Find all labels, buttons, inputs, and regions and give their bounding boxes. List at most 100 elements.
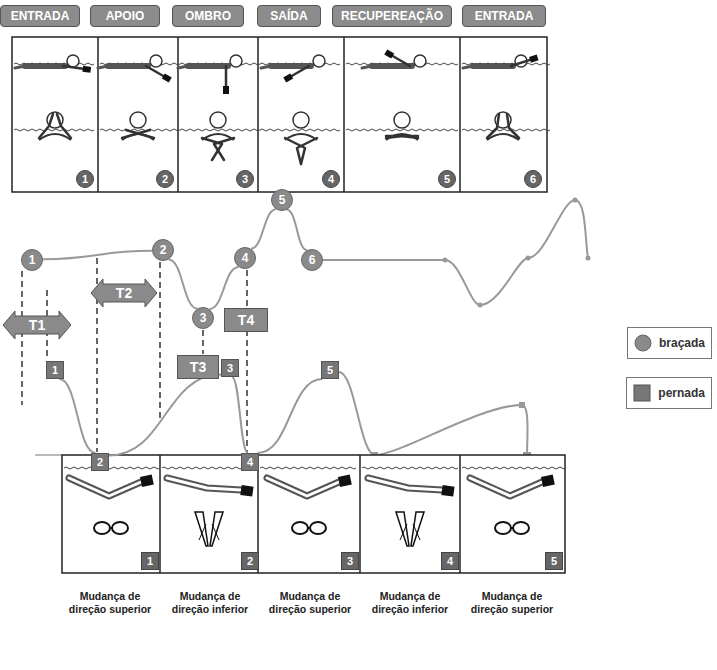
swimmer-hand bbox=[82, 66, 91, 73]
phase-caption: Mudança de direção superior bbox=[61, 590, 159, 616]
feet-front bbox=[310, 522, 326, 534]
panel-divider bbox=[343, 37, 345, 192]
curve-connector bbox=[169, 259, 198, 308]
water-line bbox=[362, 467, 458, 469]
leg-side-inner bbox=[167, 478, 241, 490]
node-label: 1 bbox=[82, 174, 88, 185]
curve-connector bbox=[59, 379, 95, 453]
node-label: 1 bbox=[52, 365, 58, 376]
water-line bbox=[64, 467, 160, 469]
node-label: 5 bbox=[551, 556, 557, 567]
leg-side bbox=[267, 478, 339, 496]
water-line bbox=[346, 129, 458, 131]
foot-mark bbox=[441, 485, 454, 497]
swimmer-arm-front bbox=[57, 114, 71, 138]
kick-marker: 5 bbox=[321, 361, 339, 379]
stroke-marker: 1 bbox=[21, 249, 43, 271]
node-label: APOIO bbox=[106, 10, 145, 22]
water-line bbox=[100, 129, 180, 131]
node-label: T1 bbox=[29, 318, 45, 332]
node-label: 2 bbox=[160, 244, 167, 256]
callout-number: 2 bbox=[241, 552, 259, 570]
stroke-marker: 3 bbox=[192, 307, 214, 329]
node-label: 1 bbox=[29, 254, 36, 266]
swimmer-hand bbox=[529, 54, 538, 62]
swimmer-head-front bbox=[210, 112, 226, 128]
panel-divider bbox=[177, 37, 179, 192]
curve-dot bbox=[573, 198, 578, 203]
kick-marker: 3 bbox=[221, 359, 239, 377]
callout-number: 1 bbox=[76, 170, 94, 188]
kick-marker: 1 bbox=[46, 361, 64, 379]
water-line bbox=[462, 63, 550, 65]
water-line bbox=[180, 63, 260, 65]
node-label: 5 bbox=[327, 365, 333, 376]
swimmer-head bbox=[414, 55, 426, 67]
kick-marker: 4 bbox=[241, 453, 259, 471]
stroke-marker: 6 bbox=[301, 249, 323, 271]
feet-front bbox=[308, 527, 310, 529]
water-line bbox=[462, 129, 550, 131]
swimmer-figure bbox=[178, 55, 242, 160]
swimmer-body bbox=[108, 63, 148, 69]
swimmer-head-front bbox=[130, 112, 146, 128]
foot-mark bbox=[338, 475, 352, 487]
feet-front bbox=[400, 524, 407, 540]
legend-symbol bbox=[634, 334, 652, 352]
curve-dot bbox=[443, 258, 448, 263]
callout-number: 1 bbox=[141, 552, 159, 570]
swimmer-leg bbox=[261, 66, 271, 68]
panel-divider bbox=[359, 455, 361, 573]
swimmer-arm-front bbox=[39, 114, 53, 138]
node-label: 4 bbox=[247, 457, 253, 468]
interval-box: T4 bbox=[224, 308, 268, 332]
node-label: 5 bbox=[444, 174, 450, 185]
swimmer-arm-front bbox=[507, 114, 519, 138]
node-label: ENTRADA bbox=[475, 10, 534, 22]
node-label: T3 bbox=[190, 360, 206, 374]
swimmer-leg bbox=[178, 66, 188, 68]
panel-divider bbox=[159, 455, 161, 573]
stroke-marker: 2 bbox=[152, 239, 174, 261]
callout-number: 5 bbox=[438, 170, 456, 188]
leg-side bbox=[167, 478, 241, 490]
kick-curve-tail bbox=[339, 372, 528, 455]
swimmer-figure bbox=[98, 55, 172, 140]
phase-caption: Mudança de direção inferior bbox=[161, 590, 259, 616]
node-label: 4 bbox=[242, 252, 249, 264]
phase-caption: Mudança de direção superior bbox=[261, 590, 359, 616]
swimmer-leg bbox=[463, 66, 473, 68]
interval-box: T3 bbox=[177, 355, 219, 379]
node-label: 3 bbox=[227, 363, 233, 374]
leg-side-inner bbox=[368, 478, 442, 490]
feet-front bbox=[511, 527, 513, 529]
panel-frame bbox=[12, 37, 547, 192]
swimmer-figure bbox=[362, 49, 426, 140]
leg-side-inner bbox=[267, 478, 339, 496]
foot-mark bbox=[541, 475, 555, 487]
water-line bbox=[260, 129, 340, 131]
legend-circle bbox=[635, 335, 651, 351]
swimmer-hand bbox=[384, 49, 394, 58]
swimmer-arm-front bbox=[487, 114, 499, 138]
leg-side-inner bbox=[69, 478, 141, 496]
phase-tab: RECUPEREAÇÃO bbox=[332, 5, 452, 27]
feet-front bbox=[411, 512, 424, 546]
phase-tab: OMBRO bbox=[172, 5, 244, 27]
phase-tab: ENTRADA bbox=[462, 5, 546, 27]
water-line bbox=[14, 129, 94, 131]
swimmer-arm-front bbox=[122, 130, 150, 138]
water-line bbox=[346, 63, 458, 65]
stroke-marker: 5 bbox=[271, 189, 293, 211]
timing-guide bbox=[159, 262, 161, 418]
node-label: 6 bbox=[309, 254, 316, 266]
leg-side bbox=[470, 478, 542, 496]
callout-number: 3 bbox=[341, 552, 359, 570]
legend-square bbox=[634, 385, 650, 401]
feet-front bbox=[110, 527, 112, 529]
curve-connector bbox=[232, 377, 248, 453]
node-label: SAÍDA bbox=[270, 10, 307, 22]
swimmer-head bbox=[313, 55, 325, 67]
swimmer-body bbox=[25, 63, 65, 69]
foot-mark bbox=[140, 475, 154, 487]
